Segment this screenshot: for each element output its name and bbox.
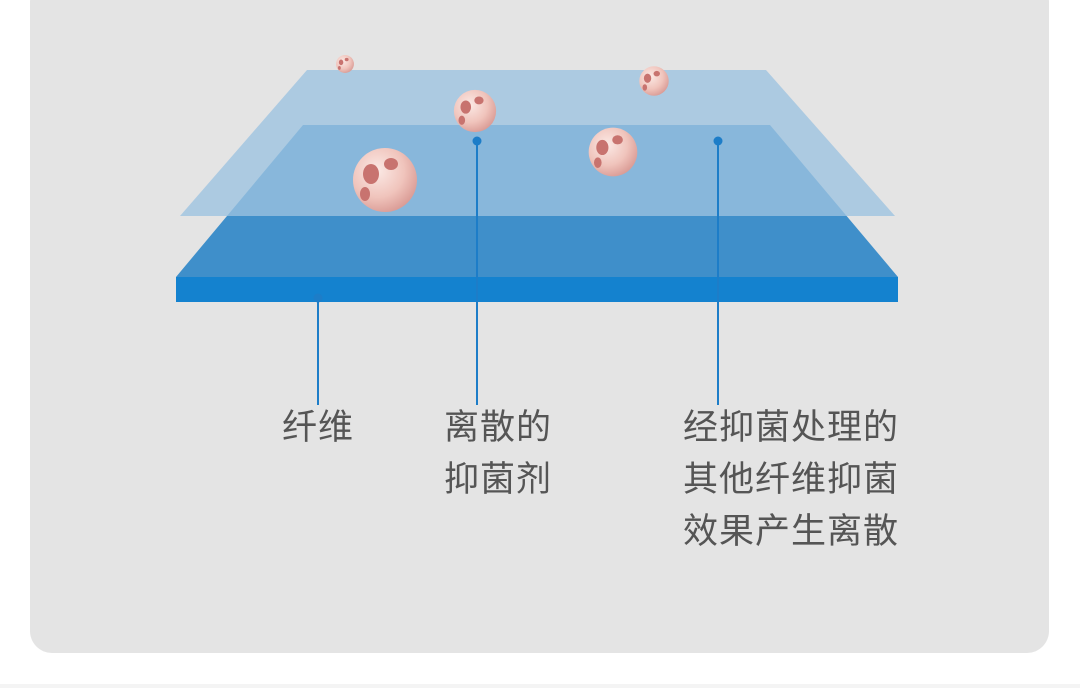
label-line: 离散的 bbox=[444, 408, 553, 448]
antibacterial-particle bbox=[639, 66, 669, 96]
bottom-strip bbox=[0, 684, 1080, 688]
label-line: 经抑菌处理的 bbox=[683, 408, 900, 448]
fiber-layer-front bbox=[176, 277, 898, 302]
label-treated-fibers: 经抑菌处理的 其他纤维抑菌 效果产生离散 bbox=[683, 402, 899, 558]
antibacterial-particle bbox=[588, 127, 638, 177]
antibacterial-particle bbox=[353, 148, 417, 212]
label-line: 效果产生离散 bbox=[683, 512, 900, 552]
label-dispersed-antibacterial: 离散的 抑菌剂 bbox=[444, 402, 552, 506]
leader-line-treated bbox=[713, 136, 723, 405]
leader-line-dispersed bbox=[472, 136, 482, 405]
label-line: 抑菌剂 bbox=[444, 460, 553, 500]
upper-translucent-layer bbox=[180, 70, 895, 216]
label-line: 纤维 bbox=[282, 408, 355, 448]
antibacterial-particle bbox=[453, 89, 497, 133]
leader-line-fiber bbox=[313, 293, 323, 405]
label-fiber: 纤维 bbox=[282, 402, 354, 454]
antibacterial-particle bbox=[336, 55, 354, 73]
label-line: 其他纤维抑菌 bbox=[683, 460, 900, 500]
